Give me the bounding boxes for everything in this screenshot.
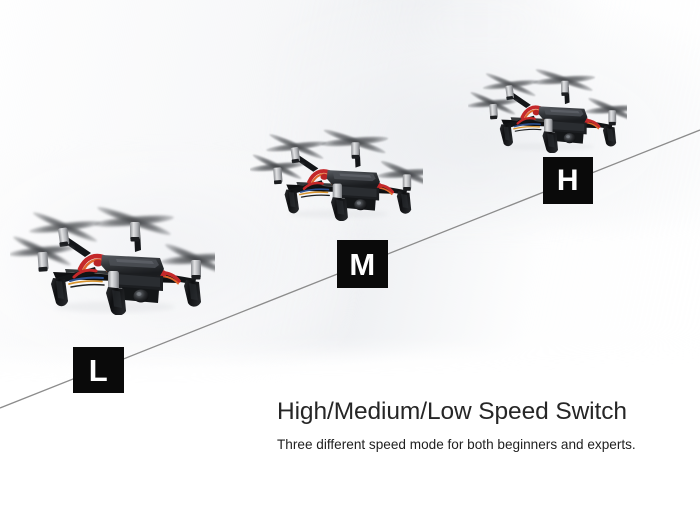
speed-badge-high-label: H: [556, 163, 580, 197]
feature-title: High/Medium/Low Speed Switch: [277, 398, 627, 425]
quadcopter-drone-medium-speed: [249, 126, 437, 226]
feature-subtitle: Three different speed mode for both begi…: [277, 437, 636, 452]
speed-badge-medium[interactable]: M: [337, 240, 388, 288]
speed-badge-high[interactable]: H: [543, 157, 593, 204]
quadcopter-drone-low-speed: [9, 203, 231, 320]
speed-badge-medium-label: M: [349, 246, 376, 282]
speed-badge-low-label: L: [88, 352, 109, 388]
speed-badge-low[interactable]: L: [73, 347, 124, 393]
quadcopter-drone-high-speed: [467, 66, 640, 158]
